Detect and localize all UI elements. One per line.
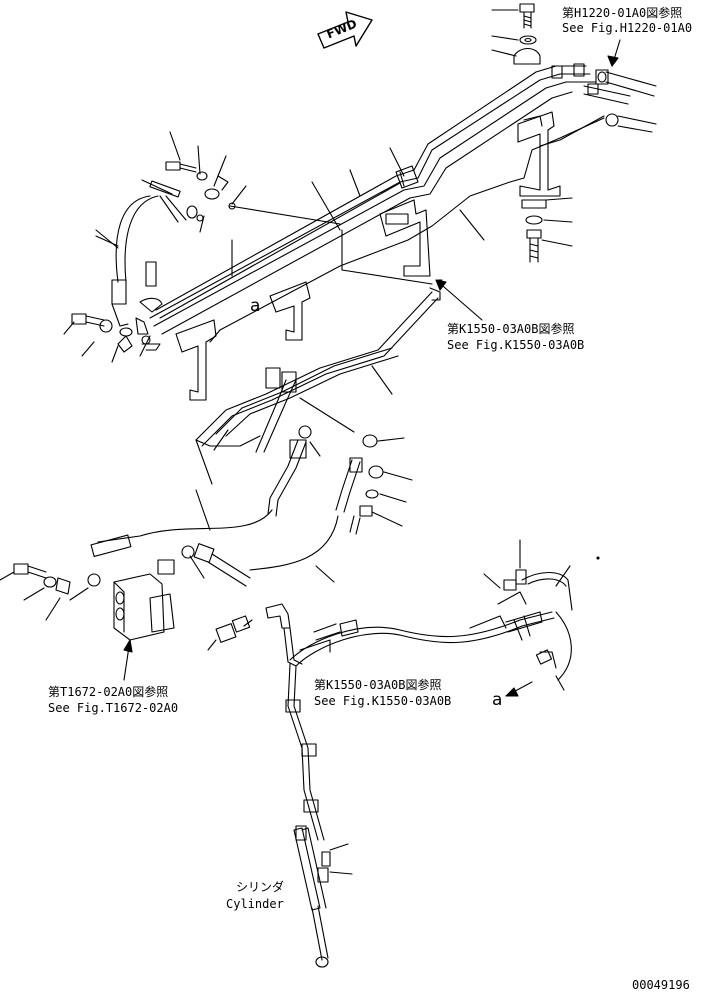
cylinder-label-jp: シリンダ <box>236 880 285 894</box>
cylinder-hose <box>285 611 572 841</box>
lower-fittings <box>215 603 303 667</box>
ref-k1550-lower-en: See Fig.K1550-03A0B <box>314 694 452 708</box>
connection-mark-lower: a <box>492 690 503 710</box>
thin-pipe-upper <box>209 117 605 343</box>
ref-k1550-upper-en: See Fig.K1550-03A0B <box>447 338 585 352</box>
middle-bracket <box>379 199 431 277</box>
connection-mark-upper: a <box>250 296 261 316</box>
ref-k1550-lower-jp: 第K1550-03A0B図参照 <box>314 678 442 692</box>
drawing-number: 00049196 <box>632 978 690 992</box>
cylinder-label-en: Cylinder <box>226 897 284 911</box>
ref-h1220-jp: 第H1220-01A0図参照 <box>562 6 683 20</box>
upper-pipe-bundle <box>149 63 657 335</box>
cylinder <box>293 825 353 968</box>
reference-arrows <box>123 39 621 697</box>
pump <box>113 559 175 641</box>
ref-k1550-upper-jp: 第K1550-03A0B図参照 <box>447 322 575 336</box>
top-bolt-group <box>491 3 541 65</box>
ref-t1672-en: See Fig.T1672-02A0 <box>48 701 179 715</box>
right-bracket <box>517 111 573 263</box>
ref-t1672-jp: 第T1672-02A0図参照 <box>48 685 169 699</box>
pump-bolt-stack <box>0 563 101 621</box>
mark-dot <box>596 556 600 560</box>
lower-left-hose <box>90 534 251 587</box>
left-bracket <box>175 281 311 401</box>
right-fittings <box>483 539 573 691</box>
left-bolt-stack <box>71 313 161 353</box>
lower-pipe-bundle <box>195 287 441 453</box>
middle-hoses <box>97 425 384 571</box>
fwd-arrow <box>317 11 373 49</box>
leader-lines <box>63 131 485 651</box>
ref-h1220-en: See Fig.H1220-01A0 <box>562 21 693 35</box>
